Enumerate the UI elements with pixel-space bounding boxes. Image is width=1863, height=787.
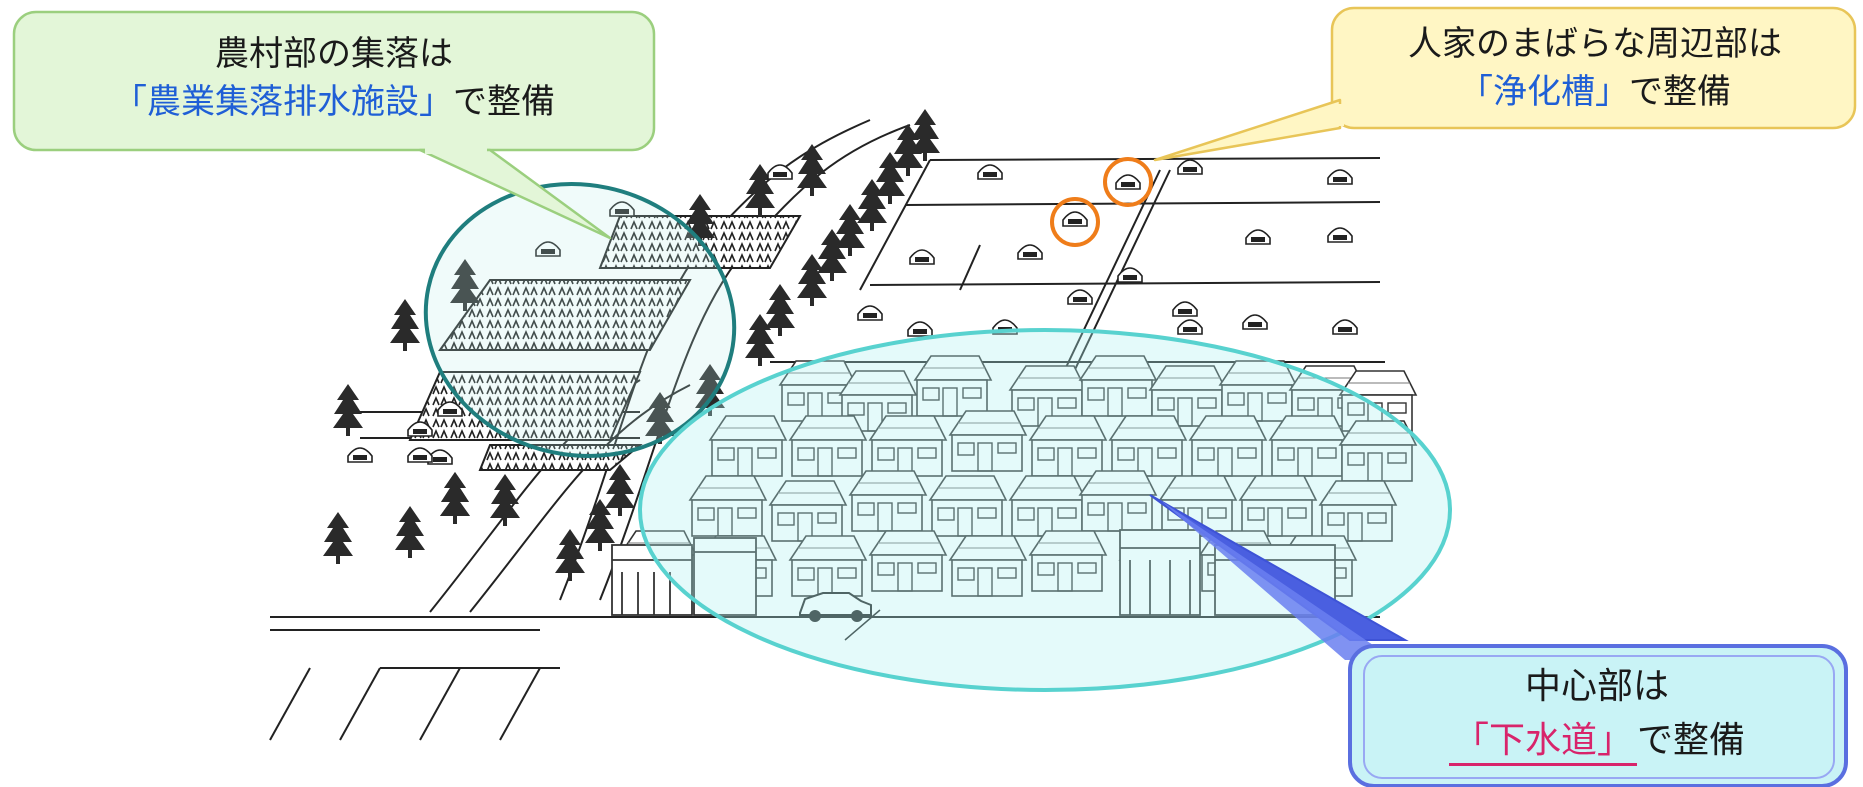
periphery-callout-text: 人家のまばらな周辺部は 「浄化槽」で整備 (1340, 20, 1850, 116)
rural-callout-line1: 農村部の集落は (215, 34, 453, 74)
rural-callout-text: 農村部の集落は 「農業集落排水施設」で整備 (34, 30, 634, 126)
car-icon (799, 592, 872, 622)
periphery-house-circle-1 (1103, 157, 1153, 207)
rural-callout-highlight: 「農業集落排水施設」 (113, 82, 453, 122)
rural-callout (12, 10, 656, 240)
periphery-callout-line1: 人家のまばらな周辺部は (1408, 24, 1782, 64)
center-callout-suffix: で整備 (1637, 720, 1746, 761)
rice-field-icon (408, 215, 802, 471)
rural-callout-suffix: で整備 (453, 82, 555, 122)
center-area-ellipse (638, 328, 1452, 692)
periphery-callout (1153, 6, 1857, 162)
rural-callout-line2: 「農業集落排水施設」で整備 (34, 78, 634, 126)
periphery-house-circle-2 (1050, 197, 1100, 247)
center-callout-text: 中心部は 「下水道」で整備 (1362, 660, 1832, 768)
center-callout-line1: 中心部は (1524, 666, 1669, 707)
periphery-callout-line2: 「浄化槽」で整備 (1340, 68, 1850, 116)
periphery-callout-suffix: で整備 (1629, 72, 1731, 112)
center-callout (1149, 494, 1848, 787)
center-callout-highlight: 「下水道」 (1448, 720, 1637, 766)
rural-area-ellipse (423, 182, 737, 458)
periphery-callout-highlight: 「浄化槽」 (1459, 72, 1629, 112)
center-callout-line2: 「下水道」で整備 (1362, 714, 1832, 768)
